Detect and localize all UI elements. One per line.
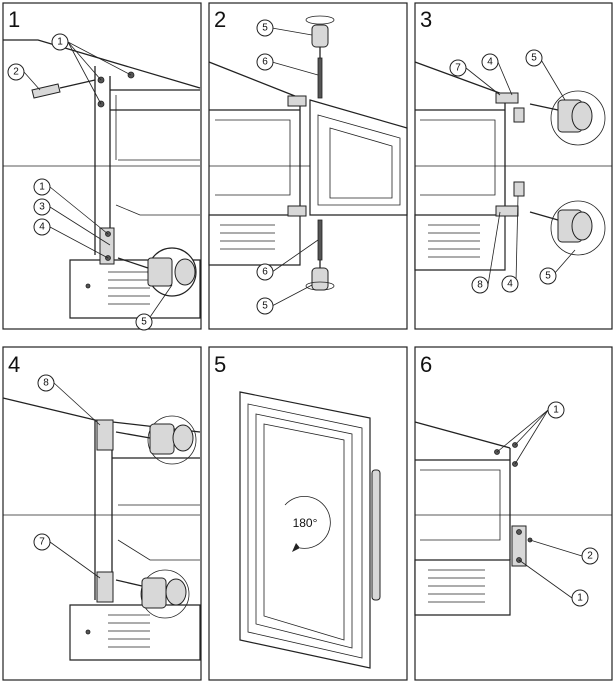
screwdriver-icon xyxy=(305,15,335,58)
step-3-panel: 3 xyxy=(414,2,613,330)
rotation-label: 180° xyxy=(293,516,318,530)
svg-text:2: 2 xyxy=(13,67,19,78)
svg-text:7: 7 xyxy=(455,63,461,74)
svg-text:8: 8 xyxy=(477,280,483,291)
svg-text:4: 4 xyxy=(507,279,513,290)
callout: 4 xyxy=(501,275,519,293)
door-icon xyxy=(239,391,381,669)
screwdriver-knob-icon xyxy=(115,415,197,465)
svg-text:5: 5 xyxy=(262,23,268,34)
hinge-icon xyxy=(99,227,115,265)
callout: 1 xyxy=(51,33,69,51)
svg-text:5: 5 xyxy=(141,317,147,328)
svg-text:1: 1 xyxy=(553,405,559,416)
callout: 7 xyxy=(33,533,51,551)
step-4-callouts: 8 7 xyxy=(33,374,55,551)
svg-text:1: 1 xyxy=(57,37,63,48)
callout: 4 xyxy=(33,218,51,236)
svg-text:4: 4 xyxy=(487,57,493,68)
callout: 4 xyxy=(481,53,499,71)
step-2-callouts: 5 6 6 5 xyxy=(256,19,274,315)
step-2-panel: 2 xyxy=(208,2,408,330)
callout: 3 xyxy=(33,198,51,216)
door-handle-icon xyxy=(371,469,381,601)
step-1-number: 1 xyxy=(8,7,20,32)
svg-text:1: 1 xyxy=(577,593,583,604)
step-3-number: 3 xyxy=(420,7,432,32)
svg-text:3: 3 xyxy=(39,202,45,213)
screwdriver-icon xyxy=(305,260,335,291)
screwdriver-knob-icon xyxy=(529,90,606,146)
callout: 1 xyxy=(33,178,51,196)
callout: 2 xyxy=(581,547,599,565)
callout: 5 xyxy=(135,313,153,331)
step-1-callouts: 1 2 1 3 4 5 xyxy=(7,33,153,331)
step-2-number: 2 xyxy=(214,7,226,32)
svg-text:5: 5 xyxy=(545,271,551,282)
screwdriver-knob-icon xyxy=(115,569,190,619)
svg-text:4: 4 xyxy=(39,222,45,233)
screwdriver-knob-icon xyxy=(529,200,606,256)
svg-text:7: 7 xyxy=(39,537,45,548)
callout: 5 xyxy=(256,19,274,37)
step-6-callouts: 1 2 1 xyxy=(547,401,599,607)
step-5-panel: 5 180° xyxy=(208,346,408,681)
svg-text:5: 5 xyxy=(531,53,537,64)
callout: 8 xyxy=(471,276,489,294)
rotation-arrow-icon xyxy=(284,495,331,552)
svg-text:1: 1 xyxy=(39,182,45,193)
svg-text:6: 6 xyxy=(262,57,268,68)
svg-text:2: 2 xyxy=(587,551,593,562)
step-4-number: 4 xyxy=(8,352,20,377)
callout: 5 xyxy=(256,297,274,315)
svg-text:8: 8 xyxy=(43,378,49,389)
step-6-panel: 6 1 2 1 xyxy=(414,346,613,681)
step-4-panel: 4 8 xyxy=(2,346,202,681)
step-5-number: 5 xyxy=(214,352,226,377)
callout: 6 xyxy=(256,53,274,71)
callout: 5 xyxy=(525,49,543,67)
callout: 5 xyxy=(539,267,557,285)
svg-text:5: 5 xyxy=(262,301,268,312)
step-1-panel: 1 xyxy=(2,2,202,331)
step-3-callouts: 7 4 5 8 4 5 xyxy=(449,49,557,294)
callout: 1 xyxy=(571,589,589,607)
callout: 6 xyxy=(256,263,274,281)
step-6-number: 6 xyxy=(420,352,432,377)
callout: 8 xyxy=(37,374,55,392)
callout: 7 xyxy=(449,59,467,77)
screwdriver-knob-icon xyxy=(117,247,197,297)
svg-text:6: 6 xyxy=(262,267,268,278)
callout: 1 xyxy=(547,401,565,419)
callout: 2 xyxy=(7,63,25,81)
